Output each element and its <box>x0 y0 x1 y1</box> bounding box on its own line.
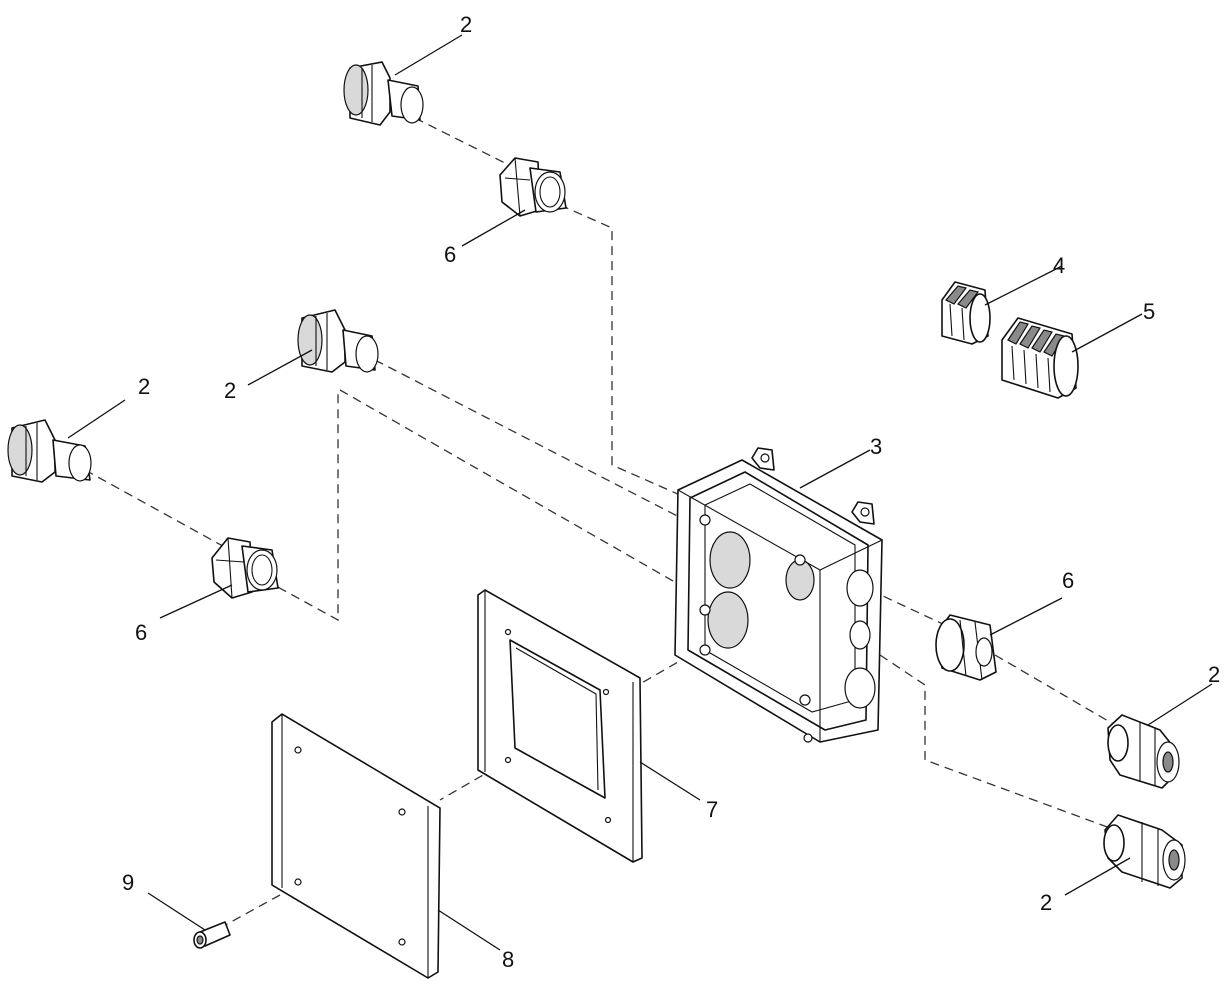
terminal-block-large <box>1001 317 1079 399</box>
callout-enclosure: 3 <box>870 434 882 459</box>
callout-gland-middle: 2 <box>224 378 236 403</box>
callout-bushing-right: 6 <box>1062 568 1074 593</box>
callout-bushing-left: 6 <box>135 620 147 645</box>
cable-gland-top <box>343 61 424 126</box>
enclosure-box <box>674 447 883 743</box>
bushing-right <box>935 614 997 681</box>
cover-plate <box>271 713 441 979</box>
bushing-left <box>211 537 279 599</box>
cable-gland-right-lower <box>1103 814 1186 889</box>
screw <box>193 921 231 949</box>
callout-gland-left: 2 <box>138 374 150 399</box>
callout-gland-top: 2 <box>460 12 472 37</box>
assembly-paths <box>84 117 1116 929</box>
callout-gland-right-upper: 2 <box>1208 662 1220 687</box>
callout-labels: 2 6 4 5 2 2 3 6 6 2 7 2 9 8 <box>122 12 1220 972</box>
cable-gland-middle <box>297 309 379 373</box>
callout-terminal-small: 4 <box>1053 253 1065 278</box>
callout-gland-right-lower: 2 <box>1040 890 1052 915</box>
cable-gland-left <box>7 419 92 483</box>
cable-gland-right-upper <box>1107 714 1180 789</box>
terminal-block-small <box>941 281 991 345</box>
callout-cover-plate: 8 <box>502 947 514 972</box>
gasket <box>477 589 643 863</box>
callout-gasket: 7 <box>706 797 718 822</box>
callout-screw: 9 <box>122 870 134 895</box>
leader-lines <box>67 34 1213 951</box>
callout-bushing-top: 6 <box>444 242 456 267</box>
callout-terminal-large: 5 <box>1143 299 1155 324</box>
bushing-top <box>499 157 567 217</box>
